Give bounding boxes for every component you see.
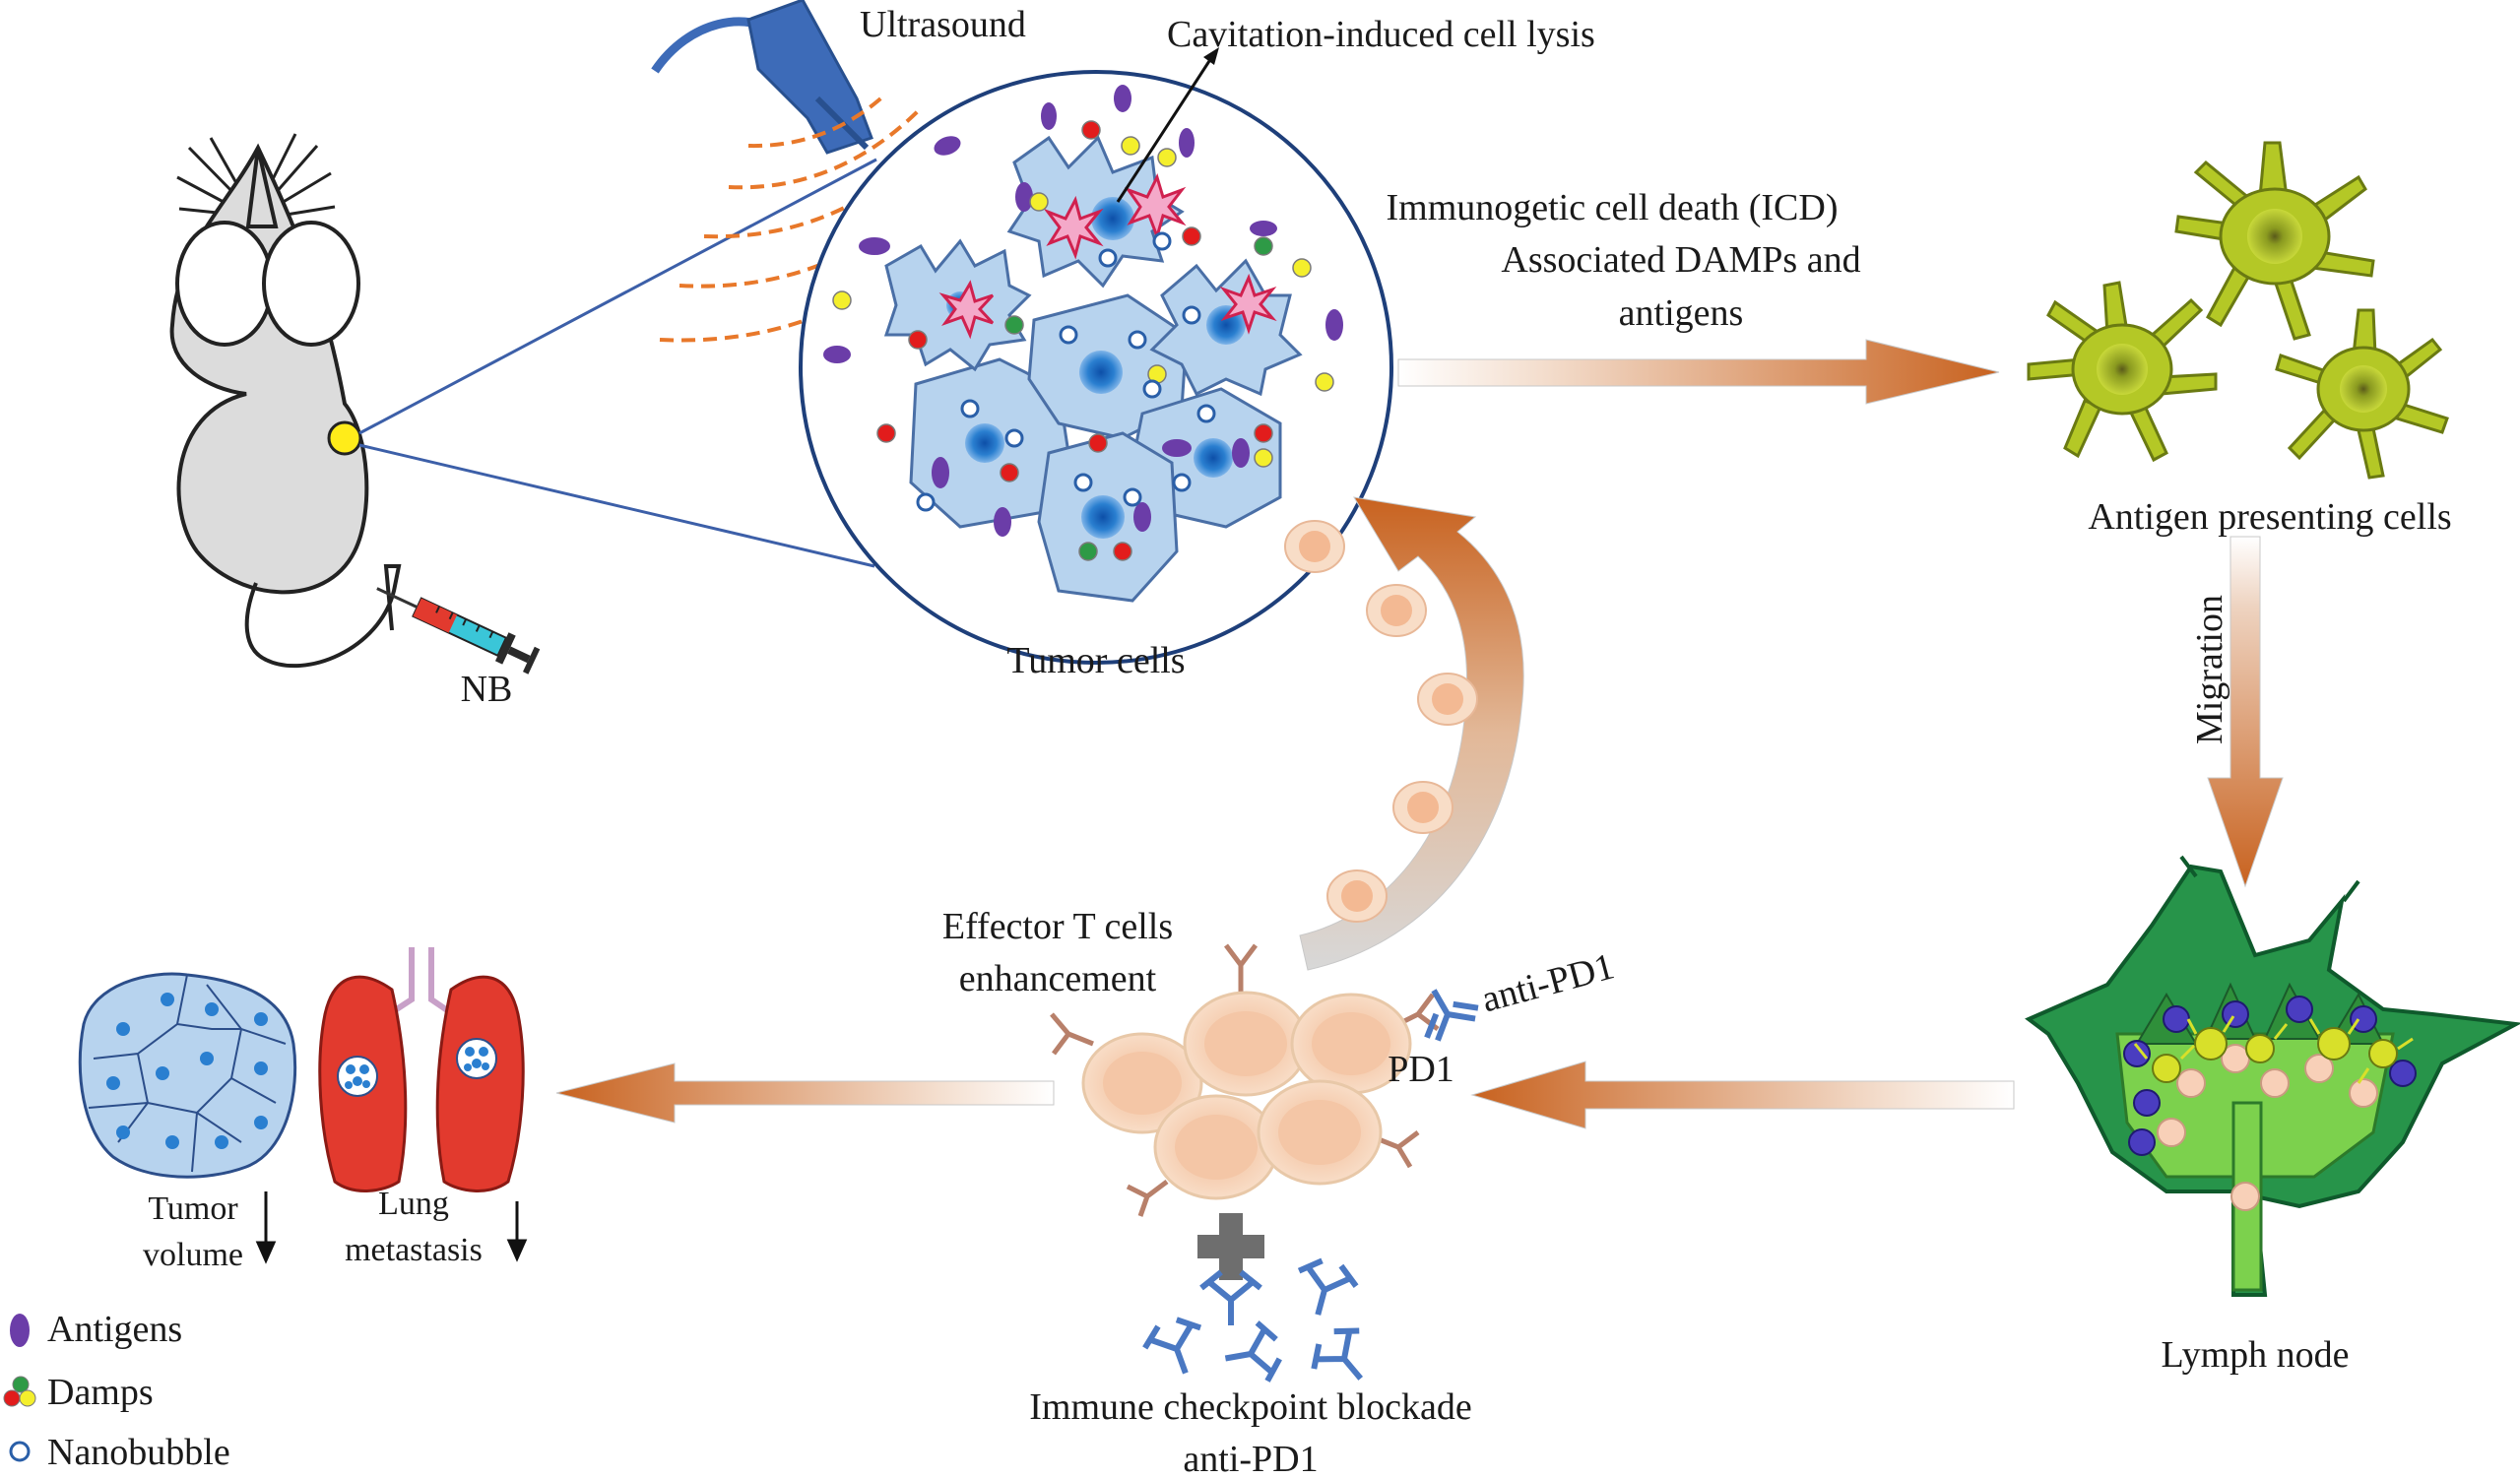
- tcell-trail: [1284, 520, 1478, 923]
- tumor-cells-label: Tumor cells: [1006, 640, 1185, 681]
- cavitation-pointer-arrow: [1116, 60, 1211, 203]
- icd-label-line2: Associated DAMPs and: [1501, 239, 1860, 281]
- zoom-line-bottom: [358, 443, 875, 568]
- tumor-volume-label-line1: Tumor: [148, 1190, 238, 1227]
- lymph-to-tcell-arrow: [1470, 1061, 2015, 1129]
- lung-label-line1: Lung: [378, 1186, 449, 1222]
- icb-label-line1: Immune checkpoint blockade: [1029, 1386, 1472, 1428]
- lung-label-line2: metastasis: [345, 1232, 483, 1268]
- metastasis-nodule: [456, 1038, 497, 1079]
- anti-pd1-bound-label: anti-PD1: [1477, 945, 1618, 1020]
- apc-cell: [2027, 281, 2218, 463]
- tumor-microenvironment: [799, 70, 1393, 665]
- ultrasound-probe-icon: [651, 0, 873, 155]
- tcell-to-outcome-arrow: [555, 1062, 1055, 1124]
- nb-label: NB: [461, 669, 513, 710]
- tumor-cell: [909, 357, 1070, 529]
- antigen-particles: [823, 85, 1343, 537]
- zoom-line-top: [358, 158, 877, 435]
- tumor-volume-label-line2: volume: [143, 1237, 243, 1273]
- apc-cell: [2174, 141, 2375, 341]
- apc-cell: [2275, 308, 2449, 480]
- icd-label-line3: antigens: [1619, 292, 1744, 334]
- pd1-label: PD1: [1388, 1049, 1454, 1090]
- effector-label-line2: enhancement: [959, 958, 1157, 999]
- lungs-illustration: [318, 947, 525, 1192]
- ultrasound-label: Ultrasound: [860, 4, 1026, 45]
- tumor-cluster-illustration: [78, 972, 297, 1179]
- legend-antigens-label: Antigens: [47, 1309, 182, 1350]
- legend-damps-label: Damps: [47, 1372, 154, 1413]
- effector-label-line1: Effector T cells: [942, 906, 1173, 947]
- legend-antigen-icon: [10, 1314, 30, 1347]
- legend-nanobubble-icon: [9, 1441, 31, 1462]
- cavitation-pointer-head: [1203, 47, 1219, 65]
- icb-label-line2: anti-PD1: [1183, 1439, 1318, 1479]
- cavitation-label: Cavitation-induced cell lysis: [1167, 14, 1595, 55]
- return-arc-arrow: [1299, 496, 1524, 971]
- icd-arrow: [1397, 339, 2000, 405]
- plus-icon: [1197, 1213, 1264, 1280]
- legend-damps-icon: [3, 1376, 36, 1407]
- effector-tcell-cluster: [1050, 943, 1479, 1217]
- mouse-illustration: [169, 133, 402, 669]
- explosion-icon: [938, 172, 1277, 340]
- syringe-icon: [376, 587, 541, 675]
- decrease-arrow-icon: [255, 1191, 277, 1264]
- icd-label-line1: Immunogetic cell death (ICD): [1386, 187, 1838, 228]
- lymph-node-illustration: [2025, 855, 2520, 1297]
- migration-arrow: [2207, 536, 2284, 888]
- nanobubble-particles: [916, 231, 1216, 512]
- legend-nanobubble-label: Nanobubble: [47, 1432, 230, 1473]
- tumor-cell: [1037, 431, 1179, 603]
- antibody-group: [1142, 1257, 1364, 1383]
- apc-label: Antigen presenting cells: [2088, 496, 2451, 538]
- metastasis-nodule: [337, 1056, 378, 1097]
- lymph-node-label: Lymph node: [2161, 1334, 2349, 1376]
- damp-particles: [832, 120, 1334, 561]
- decrease-arrow-icon: [506, 1201, 528, 1262]
- migration-label: Migration: [2189, 595, 2230, 744]
- antibody-icon: [1424, 989, 1479, 1042]
